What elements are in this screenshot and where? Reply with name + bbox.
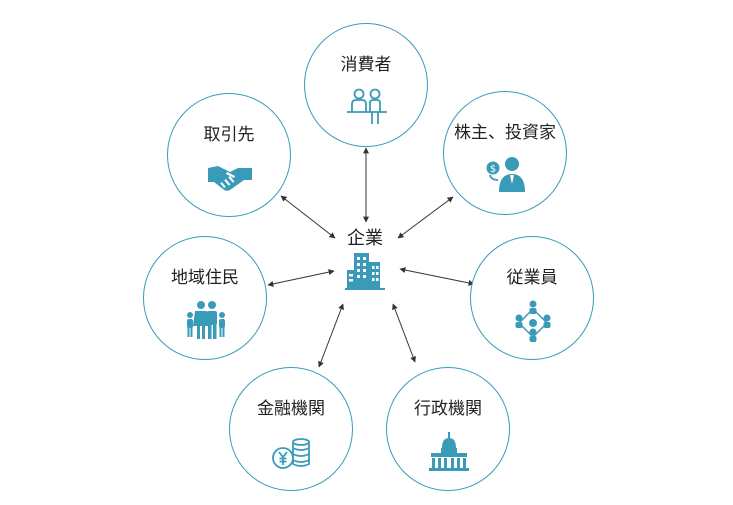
employee-network-icon [515, 300, 551, 342]
arrow-employees [399, 267, 475, 286]
node-label: 取引先 [203, 125, 255, 145]
node-label: 地域住民 [171, 268, 239, 288]
arrow-suppliers [280, 195, 336, 239]
node-investors: 株主、投資家 $ [443, 91, 567, 215]
node-label: 消費者 [340, 55, 392, 75]
svg-text:$: $ [490, 164, 496, 175]
node-label: 株主、投資家 [454, 123, 556, 143]
node-consumers: 消費者 [304, 23, 428, 147]
arrow-financial [318, 303, 344, 368]
handshake-icon [208, 166, 252, 191]
office-building-icon [345, 253, 385, 290]
node-employees: 従業員 [470, 236, 594, 360]
node-suppliers: 取引先 [167, 93, 291, 217]
center-label: 企業 [347, 228, 383, 249]
government-building-icon [429, 432, 469, 471]
investor-icon: $ [486, 157, 525, 192]
consumers-icon [347, 88, 387, 124]
node-label: 金融機関 [257, 399, 325, 419]
arrow-residents [267, 269, 335, 287]
arrow-investors [397, 196, 454, 239]
yen-coins-icon [272, 438, 310, 469]
node-financial: 金融機関 [229, 367, 353, 491]
family-icon [187, 301, 225, 339]
node-label: 行政機関 [414, 399, 482, 419]
node-government: 行政機関 [386, 367, 510, 491]
node-label: 従業員 [506, 268, 558, 288]
arrow-government [392, 303, 416, 363]
node-residents: 地域住民 [143, 236, 267, 360]
